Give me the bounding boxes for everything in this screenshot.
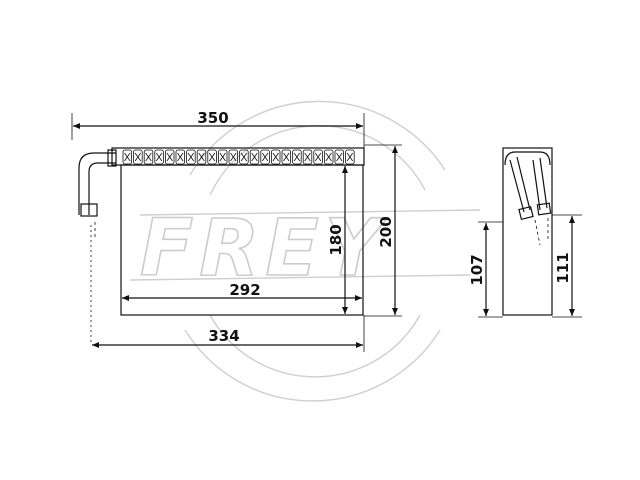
header-fin <box>292 149 302 165</box>
dim-200-label: 200 <box>377 216 395 247</box>
header-fin-hatch <box>145 152 152 162</box>
header-fin <box>334 149 345 165</box>
watermark-swoosh-bottom <box>184 329 441 402</box>
watermark-band-top <box>139 209 481 216</box>
side-pipe-right-a <box>532 159 541 211</box>
header-fin-hatch <box>155 152 163 162</box>
dim-107-label: 107 <box>468 254 486 285</box>
header-fin-hatch <box>272 152 279 162</box>
header-fin-hatch <box>336 152 343 162</box>
side-fitting-right <box>536 202 552 216</box>
header-fin <box>249 149 260 165</box>
header-fin-hatch <box>251 152 258 162</box>
header-fin-hatch <box>166 152 173 162</box>
side-pipe-left-b <box>516 156 531 211</box>
pipe-inner <box>88 162 116 215</box>
pipe-outer <box>78 152 116 215</box>
dim-111-label: 111 <box>554 252 572 283</box>
header-fin <box>154 149 164 165</box>
header-fin-hatch <box>208 152 216 162</box>
header-fin-hatch <box>230 152 237 162</box>
side-pipe-right-b <box>539 157 548 209</box>
header-fins <box>122 149 355 165</box>
header-fin-hatch <box>198 152 205 162</box>
header-fin <box>239 149 249 165</box>
evaporator-tank-header <box>111 147 365 166</box>
header-fin-hatch <box>314 152 322 162</box>
pipe-flange <box>107 149 117 167</box>
pipe-fitting <box>80 203 98 217</box>
header-fin <box>323 149 334 165</box>
header-fin-hatch <box>325 152 332 162</box>
front-view: 350 292 334 180 200 <box>71 109 402 352</box>
side-view: 107 111 <box>468 147 582 318</box>
header-fin <box>260 149 270 165</box>
header-fin-hatch <box>293 152 301 162</box>
side-pipe-dash-a <box>534 219 541 246</box>
side-header-cap <box>504 151 551 166</box>
header-fin-hatch <box>177 152 184 162</box>
header-fin-hatch <box>304 152 311 162</box>
header-fin <box>345 149 355 165</box>
header-fin <box>186 149 196 165</box>
dim-292-label: 292 <box>229 281 260 299</box>
dim-350-label: 350 <box>197 109 228 127</box>
header-fin-hatch <box>134 152 142 162</box>
header-fin-hatch <box>219 152 226 162</box>
dim-334-label: 334 <box>208 327 239 345</box>
brand-watermark: FREY <box>129 100 481 402</box>
header-fin-hatch <box>124 152 131 162</box>
header-fin-hatch <box>283 152 290 162</box>
header-fin <box>270 149 281 165</box>
header-fin <box>228 149 239 165</box>
header-fin-hatch <box>187 152 195 162</box>
side-pipe-left-a <box>509 159 525 213</box>
header-fin-hatch <box>346 152 354 162</box>
header-fin-hatch <box>261 152 269 162</box>
watermark-swoosh-top <box>189 100 446 176</box>
header-fin <box>175 149 186 165</box>
header-fin <box>122 149 133 165</box>
header-fin <box>133 149 143 165</box>
watermark-band-bottom <box>129 274 471 281</box>
watermark-swoosh-top-inner <box>209 125 426 196</box>
dim-180-label: 180 <box>327 224 345 255</box>
watermark-logo-text: FREY <box>140 204 389 294</box>
side-body-outline <box>502 147 553 316</box>
header-fin <box>196 149 207 165</box>
side-fitting-left <box>518 205 534 221</box>
header-fin <box>313 149 323 165</box>
header-fin <box>281 149 292 165</box>
header-fin <box>302 149 313 165</box>
header-fin-hatch <box>240 152 248 162</box>
header-fin <box>143 149 154 165</box>
header-fin <box>207 149 217 165</box>
header-fin <box>217 149 228 165</box>
watermark-swoosh-bottom-inner <box>209 314 421 378</box>
header-fin <box>164 149 175 165</box>
